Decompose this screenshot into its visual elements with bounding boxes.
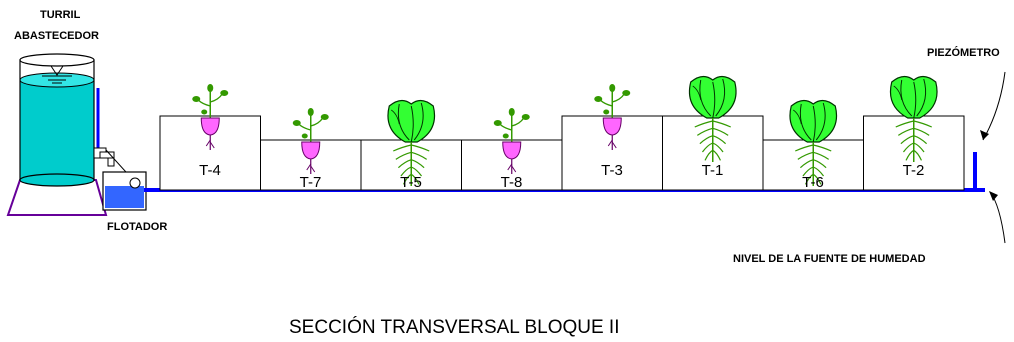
tank-label-line1: TURRIL [40, 9, 81, 21]
float-water [105, 186, 144, 208]
piezometer-arrow [982, 71, 1006, 141]
moisture-level-label: NIVEL DE LA FUENTE DE HUMEDAD [733, 253, 926, 265]
level-arrow [989, 191, 1006, 244]
radish-plant-icon [192, 84, 229, 150]
treatment-label: T-4 [199, 162, 221, 179]
float-ball [129, 177, 141, 189]
treatment-label: T-8 [500, 174, 523, 191]
tank-water [20, 80, 94, 180]
lettuce-plant-icon [789, 99, 838, 186]
diagram-title: SECCIÓN TRANSVERSAL BLOQUE II [289, 317, 620, 338]
tank-label-line2: ABASTECEDOR [14, 30, 99, 42]
lettuce-plant-icon [889, 75, 938, 162]
lettuce-plant-icon [387, 99, 436, 186]
piezometer-arrowhead [980, 130, 989, 140]
piezometer-label: PIEZÓMETRO [927, 47, 1000, 59]
treatment-label: T-5 [400, 174, 422, 191]
radish-plant-icon [493, 108, 530, 174]
treatment-label: T-1 [701, 162, 724, 179]
tank-rim [19, 53, 95, 67]
tank-bottom [19, 173, 95, 187]
treatment-label: T-7 [299, 174, 322, 191]
treatment-label: T-6 [802, 174, 824, 191]
treatment-label: T-3 [601, 162, 623, 179]
level-arrowhead [989, 191, 998, 201]
treatment-label: T-2 [902, 162, 925, 179]
lettuce-plant-icon [688, 75, 737, 162]
float-label: FLOTADOR [107, 221, 168, 233]
radish-plant-icon [292, 108, 329, 174]
radish-plant-icon [594, 84, 631, 150]
water-level-symbol-icon [42, 65, 72, 84]
